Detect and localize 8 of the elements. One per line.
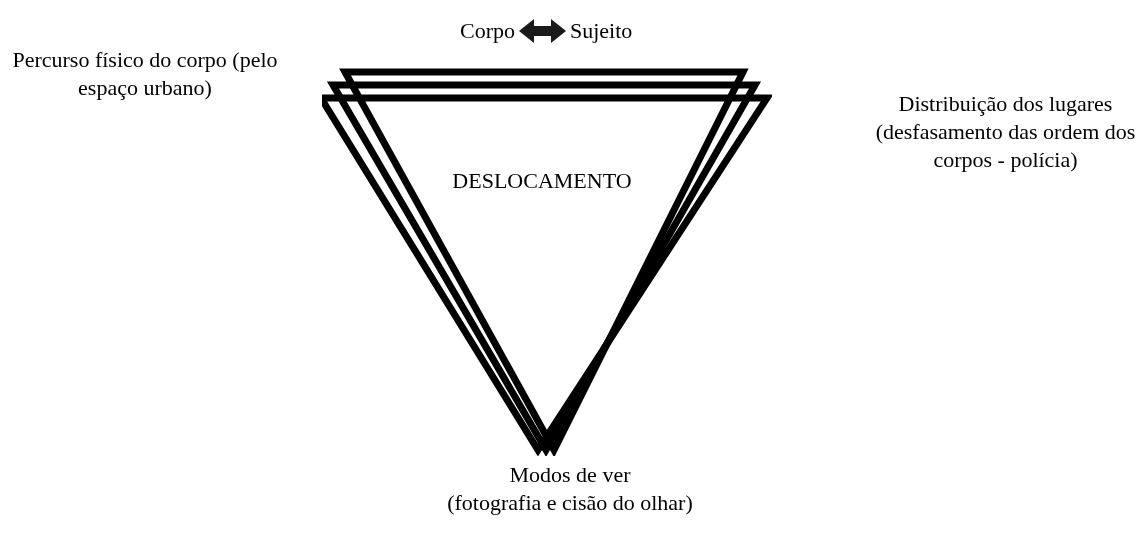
center-label: DESLOCAMENTO bbox=[452, 170, 632, 192]
double-arrow bbox=[519, 19, 566, 43]
node-label: Corpo bbox=[460, 20, 515, 42]
corner-label: Percurso físico do corpo (pelo espaço urbano) bbox=[11, 46, 279, 102]
corner-label: Distribuição dos lugares (desfasamento das ordem dos corpos - polícia) bbox=[874, 90, 1137, 174]
corner-label: (fotografia e cisão do olhar) bbox=[446, 489, 694, 517]
node-label: Sujeito bbox=[570, 20, 633, 42]
corner-label: Modos de ver bbox=[508, 461, 632, 489]
